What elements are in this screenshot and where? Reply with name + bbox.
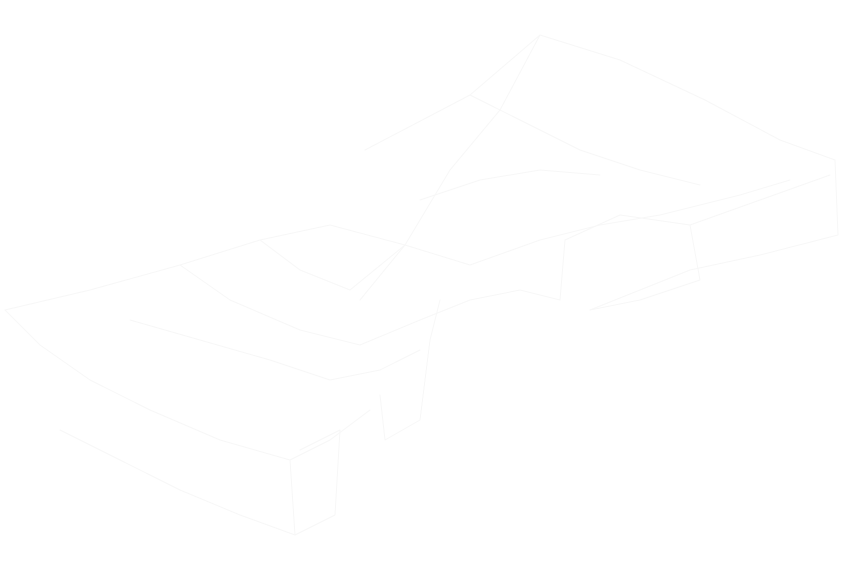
front-gable-outline (179, 264, 561, 346)
lower-left-box-base (59, 429, 296, 536)
inner-crease-lines-3 (419, 169, 601, 201)
ridge-line (359, 34, 541, 301)
inner-crease-lines-2 (469, 94, 701, 186)
left-wing-lower-edge (4, 309, 371, 461)
inner-crease-lines (259, 239, 406, 291)
centre-post-outline (379, 299, 441, 441)
roof-outline (364, 34, 839, 311)
left-wing-outline (4, 179, 791, 311)
front-gable-inner (129, 319, 421, 381)
right-block-edge (689, 174, 831, 226)
lower-left-box-outline (289, 429, 341, 536)
